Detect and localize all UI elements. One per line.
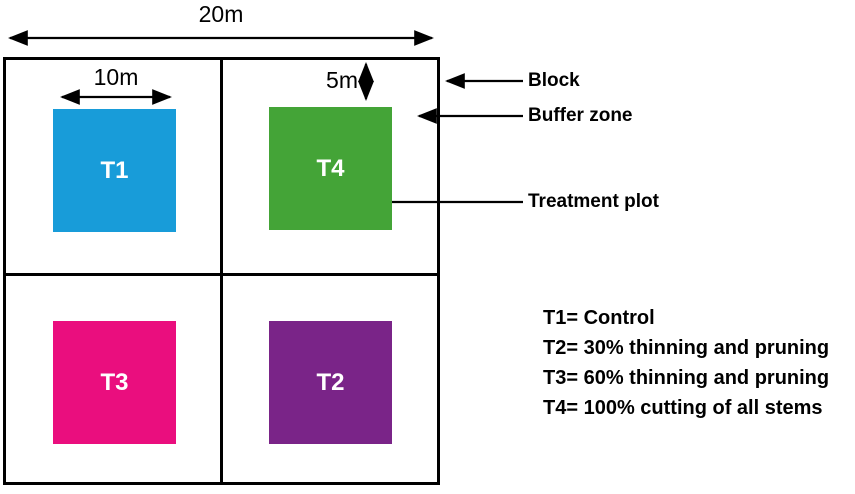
treatment-plot-annotation-label: Treatment plot (528, 191, 659, 212)
treatment-plot-t3: T3 (53, 321, 176, 444)
plot-t1-label: T1 (100, 156, 129, 184)
legend-item-t3: T3= 60% thinning and pruning (543, 367, 830, 389)
block-width-label: 20m (198, 1, 244, 27)
block-outline (3, 57, 440, 485)
legend-item-t4: T4= 100% cutting of all stems (543, 397, 823, 419)
plot-t3-label: T3 (100, 368, 129, 396)
legend-item-t2: T2= 30% thinning and pruning (543, 337, 830, 359)
treatment-plot-t1: T1 (53, 109, 176, 232)
block-annotation-label: Block (528, 70, 580, 91)
treatment-plot-t4: T4 (269, 107, 392, 230)
block-horizontal-divider (6, 273, 437, 276)
plot-t2-label: T2 (316, 368, 345, 396)
block-vertical-divider (220, 60, 223, 482)
treatment-plot-t2: T2 (269, 321, 392, 444)
legend-item-t1: T1= Control (543, 307, 655, 329)
plot-t4-label: T4 (316, 154, 345, 182)
treatment-legend: T1= Control T2= 30% thinning and pruning… (543, 303, 829, 423)
plot-width-label: 10m (93, 64, 139, 90)
buffer-height-label: 5m (326, 67, 358, 93)
buffer-zone-annotation-label: Buffer zone (528, 105, 633, 126)
